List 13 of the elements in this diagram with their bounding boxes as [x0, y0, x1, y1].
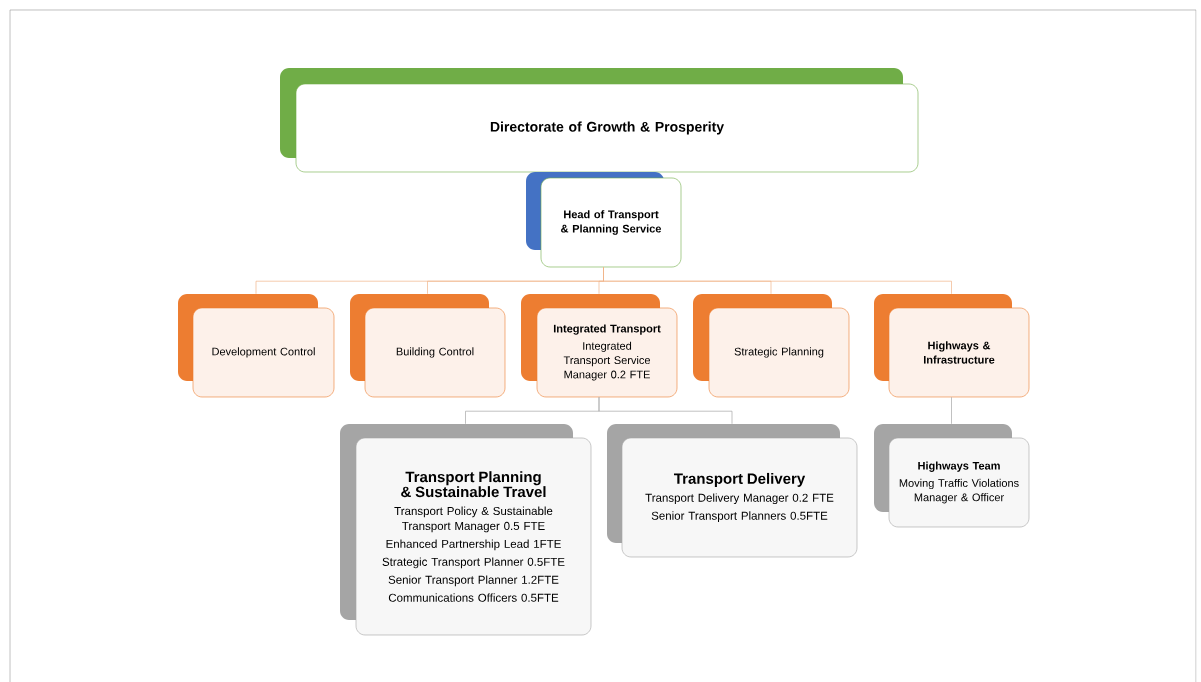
connector-line — [598, 396, 733, 425]
team-box: Transport Planning & Sustainable Travel Transport Policy & Sustainable Transport Manager 0.5 FTE Enhanced Partnership Lead 1FTE Strategic Transport Planner 0.5FTE Senior Transport Planner 1.2FTE Communications Officers 0.5FTE — [340, 424, 592, 636]
team-box: Highways Team Moving Traffic Violations Manager & Officer — [874, 424, 1030, 528]
department-box: Building Control — [350, 294, 506, 398]
department-box: Development Control — [178, 294, 335, 398]
department-box: Highways & Infrastructure — [874, 294, 1030, 398]
department-box: Integrated Transport Integrated Transport Service Manager 0.2 FTE — [521, 294, 678, 398]
connector-line — [603, 266, 952, 295]
connector-line — [951, 396, 952, 425]
team-box: Transport Delivery Transport Delivery Manager 0.2 FTE Senior Transport Planners 0.5FTE — [607, 424, 858, 558]
directorate-box: Directorate of Growth & Prosperity — [280, 68, 919, 173]
head-box: Head of Transport & Planning Service — [526, 172, 682, 268]
department-box: Strategic Planning — [693, 294, 850, 398]
